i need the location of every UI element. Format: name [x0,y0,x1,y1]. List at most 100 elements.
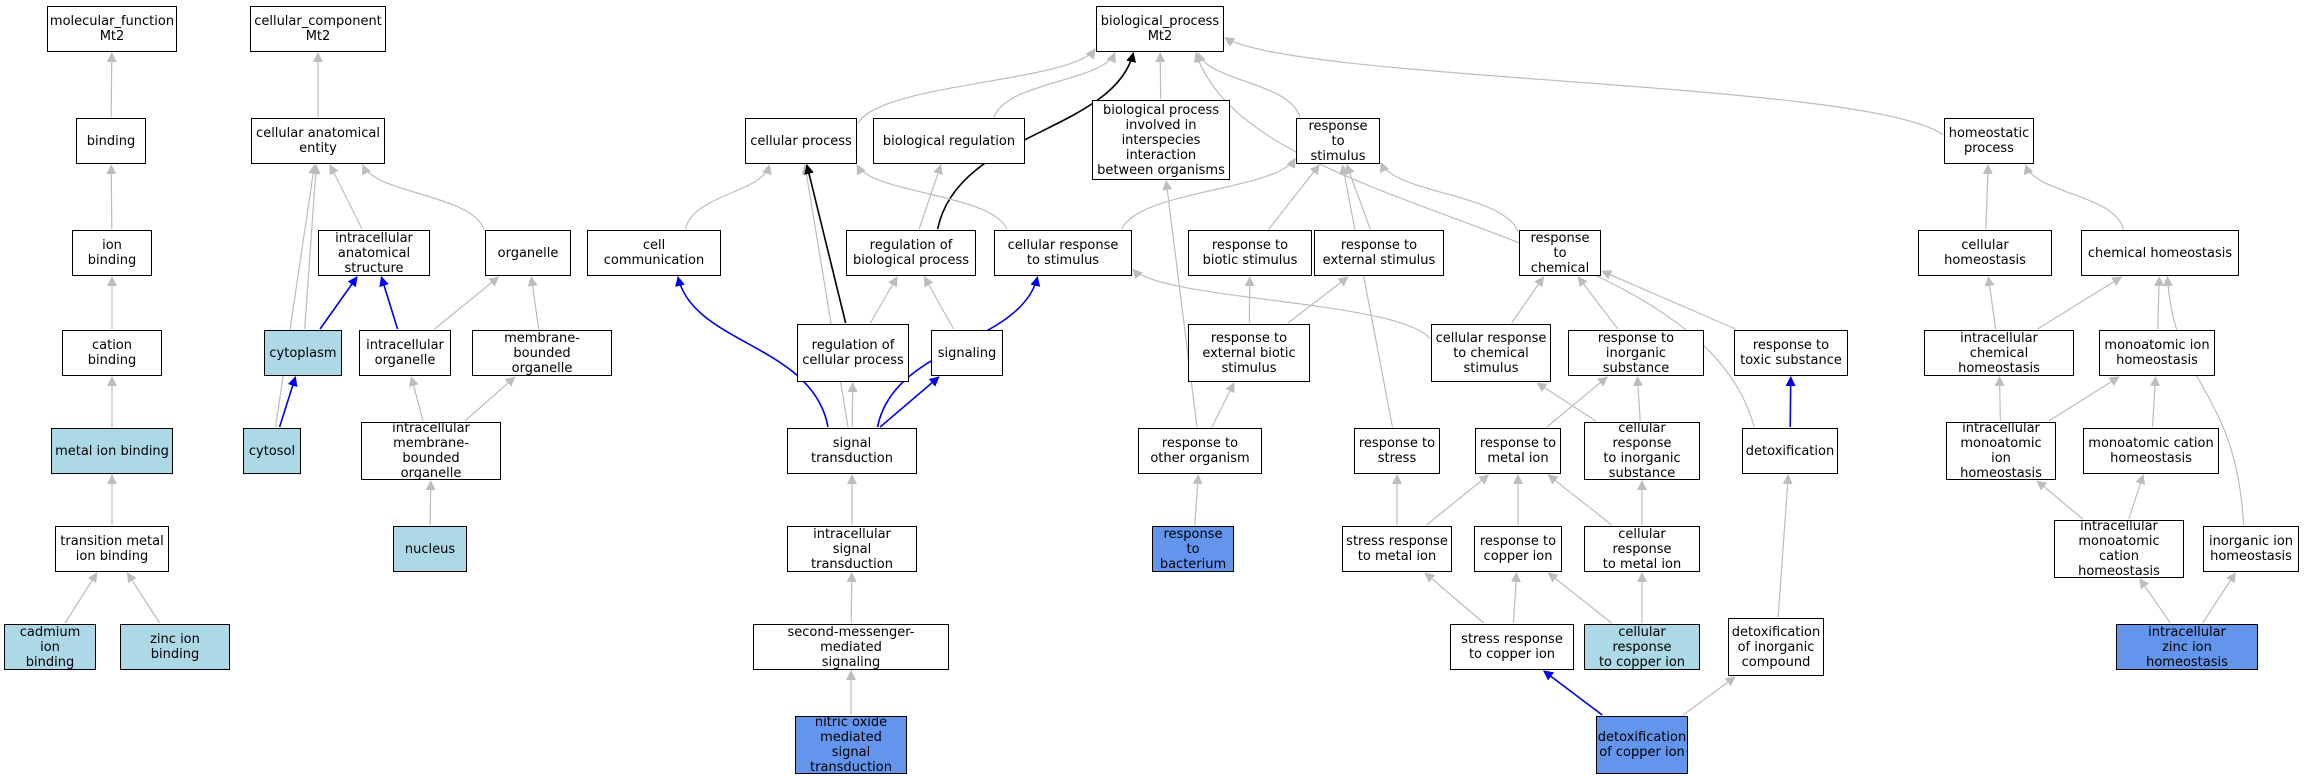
go-term-node[interactable]: cellular_component Mt2 [250,6,386,52]
edge-gray [434,276,500,330]
go-term-node[interactable]: intracellular anatomical structure [318,230,430,276]
edge-gray [1345,164,1371,230]
edge-gray [857,48,1096,124]
edge-blue [1543,670,1603,716]
go-term-node[interactable]: detoxification [1742,428,1838,474]
go-term-node[interactable]: intracellular chemical homeostasis [1924,330,2074,376]
go-term-node[interactable]: cytoplasm [264,330,342,376]
go-term-node[interactable]: regulation of cellular process [797,324,909,382]
go-term-node[interactable]: cellular response to metal ion [1584,526,1700,572]
go-term-node[interactable]: intracellular membrane-bounded organelle [361,421,501,481]
go-term-node[interactable]: cellular response to stimulus [994,230,1132,276]
go-term-node[interactable]: regulation of biological process [846,230,976,276]
edge-blue [675,276,829,428]
go-term-node[interactable]: cadmium ion binding [4,624,96,670]
go-term-node[interactable]: cellular anatomical entity [251,118,385,164]
go-term-node[interactable]: cellular homeostasis [1918,230,2052,276]
edge-blue [1785,376,1796,428]
edge-gray [1196,52,1301,118]
edge-gray [1339,164,1394,428]
edge-gray [106,52,117,118]
edge-gray [304,164,321,330]
edge-gray [923,276,955,330]
go-term-node[interactable]: signaling [931,330,1003,376]
go-term-node[interactable]: intracellular monoatomic ion homeostasis [1946,421,2056,481]
go-term-node[interactable]: monoatomic ion homeostasis [2099,330,2215,376]
edge-gray [1510,572,1521,624]
go-term-node[interactable]: metal ion binding [51,428,173,474]
go-term-node[interactable]: molecular_function Mt2 [47,6,177,52]
go-term-node[interactable]: intracellular monoatomic cation homeosta… [2054,519,2184,579]
edge-gray [2163,276,2245,526]
edge-gray [126,572,161,624]
go-term-node[interactable]: chemical homeostasis [2081,230,2239,276]
edge-black [804,164,847,324]
go-term-node[interactable]: response to external biotic stimulus [1188,324,1310,382]
edge-gray [1224,37,1944,136]
go-term-node[interactable]: biological_process Mt2 [1096,6,1224,52]
go-term-node[interactable]: biological regulation [873,118,1025,164]
edge-gray [464,376,516,422]
go-term-node[interactable]: detoxification of inorganic compound [1728,618,1824,676]
edge-gray [2154,276,2165,330]
edge-gray [1162,180,1198,428]
go-term-node[interactable]: monoatomic cation homeostasis [2083,428,2219,474]
go-term-node[interactable]: organelle [485,230,571,276]
go-term-node[interactable]: nucleus [393,526,467,572]
go-term-node[interactable]: homeostatic process [1944,118,2034,164]
edge-gray [1577,276,1619,330]
go-term-node[interactable]: response to external stimulus [1314,230,1444,276]
go-term-node[interactable]: response to metal ion [1475,428,1561,474]
edge-gray [993,52,1116,118]
go-term-node[interactable]: cellular response to chemical stimulus [1431,324,1551,382]
go-term-node[interactable]: response to bacterium [1152,526,1234,572]
edge-gray [1984,276,1997,330]
go-term-node[interactable]: detoxification of copper ion [1596,716,1688,774]
go-term-node[interactable]: response to toxic substance [1734,330,1848,376]
edge-gray [527,276,540,330]
edge-gray [1426,474,1490,526]
edge-gray [329,164,363,230]
go-term-node[interactable]: nitric oxide mediated signal transductio… [795,715,907,775]
go-term-node[interactable]: cell communication [587,230,721,276]
go-term-node[interactable]: cytosol [243,428,301,474]
go-term-node[interactable]: cellular process [745,118,857,164]
edge-gray [2202,572,2236,624]
go-term-node[interactable]: intracellular organelle [359,330,451,376]
go-term-node[interactable]: stress response to copper ion [1450,624,1574,670]
edge-gray [1601,270,1736,330]
go-term-node[interactable]: intracellular signal transduction [787,526,917,572]
go-term-node[interactable]: stress response to metal ion [1342,526,1452,572]
go-term-node[interactable]: membrane-bounded organelle [472,330,612,376]
edge-gray [1536,382,1597,422]
edge-gray [2048,376,2120,422]
go-term-node[interactable]: inorganic ion homeostasis [2203,526,2299,572]
go-term-node[interactable]: binding [76,118,146,164]
edge-gray [2037,276,2123,330]
go-term-node[interactable]: zinc ion binding [120,624,230,670]
go-term-node[interactable]: response to chemical [1519,230,1601,276]
go-term-node[interactable]: response to biotic stimulus [1188,230,1312,276]
go-term-node[interactable]: second-messenger-mediated signaling [753,624,949,670]
edge-gray [106,164,117,230]
go-term-node[interactable]: cellular response to copper ion [1584,624,1700,670]
go-term-node[interactable]: response to other organism [1138,428,1262,474]
go-term-node[interactable]: biological process involved in interspec… [1092,100,1230,180]
go-term-node[interactable]: ion binding [72,230,152,276]
go-term-node[interactable]: response to inorganic substance [1568,330,1704,376]
go-term-node[interactable]: cellular response to inorganic substance [1584,421,1700,481]
edge-gray [2128,474,2146,520]
go-term-node[interactable]: response to stimulus [1296,118,1380,164]
go-term-node[interactable]: cation binding [62,330,162,376]
edge-gray [64,572,98,624]
edge-gray [1211,382,1235,428]
go-term-node[interactable]: response to copper ion [1474,526,1562,572]
go-term-node[interactable]: signal transduction [787,428,917,474]
go-term-node[interactable]: response to stress [1354,428,1440,474]
go-term-node[interactable]: transition metal ion binding [55,526,169,572]
edge-gray [1982,164,1993,230]
go-term-node[interactable]: intracellular zinc ion homeostasis [2116,624,2258,670]
edge-gray [1287,276,1349,324]
edge-gray [869,276,898,324]
edge-gray [918,164,943,230]
